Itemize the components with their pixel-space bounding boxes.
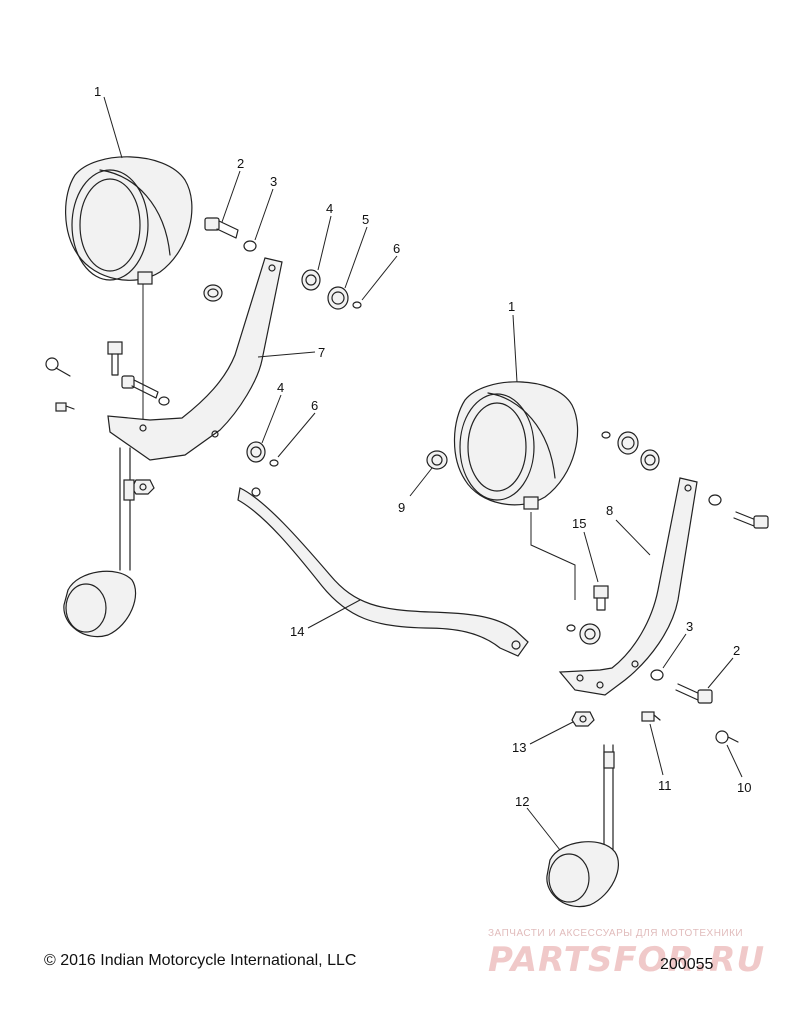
callout-3-left: 3 bbox=[270, 174, 277, 189]
washer-3-right bbox=[650, 669, 664, 681]
callout-12: 12 bbox=[515, 794, 529, 809]
grommet-9 bbox=[426, 450, 448, 470]
oring-right-bottom bbox=[566, 624, 576, 632]
callout-2-right: 2 bbox=[733, 643, 740, 658]
callout-14: 14 bbox=[290, 624, 304, 639]
headlamp-right bbox=[453, 381, 579, 510]
bracket-7 bbox=[107, 257, 283, 461]
callout-9: 9 bbox=[398, 500, 405, 515]
callout-labels: 1 2 3 4 5 6 7 4 6 9 1 8 15 14 3 2 13 11 … bbox=[94, 84, 751, 809]
bushing-4-left-top bbox=[301, 269, 321, 291]
bracket-8 bbox=[558, 477, 698, 696]
bushing-right-bottom bbox=[579, 623, 601, 645]
bolt-2-right bbox=[675, 683, 713, 704]
callout-4-left-bottom: 4 bbox=[277, 380, 284, 395]
callout-6-left-bottom: 6 bbox=[311, 398, 318, 413]
callout-1-right: 1 bbox=[508, 299, 515, 314]
bushing-right-middle bbox=[640, 449, 660, 471]
oring-right-top bbox=[601, 431, 611, 439]
bolt-left-vertical bbox=[107, 341, 123, 376]
screw-left-small bbox=[55, 402, 75, 412]
washer-3-left bbox=[243, 240, 257, 252]
bushing-4-left-bottom bbox=[246, 441, 266, 463]
callout-13: 13 bbox=[512, 740, 526, 755]
callout-15: 15 bbox=[572, 516, 586, 531]
callout-10: 10 bbox=[737, 780, 751, 795]
turn-signal-right bbox=[546, 744, 620, 908]
callout-4-left-top: 4 bbox=[326, 201, 333, 216]
turn-signal-left bbox=[63, 447, 137, 638]
callout-2-left: 2 bbox=[237, 156, 244, 171]
oring-6-left-bottom bbox=[269, 459, 279, 467]
grommet-left bbox=[203, 284, 223, 302]
callout-3-right: 3 bbox=[686, 619, 693, 634]
watermark-tagline: ЗАПЧАСТИ И АКСЕССУАРЫ ДЛЯ МОТОТЕХНИКИ bbox=[488, 928, 744, 939]
crossbar-14 bbox=[237, 487, 529, 657]
callout-11: 11 bbox=[658, 778, 672, 793]
leader-lines bbox=[103, 96, 743, 851]
bushing-right-top bbox=[617, 431, 639, 455]
screw-15 bbox=[593, 585, 609, 611]
washer-left-small bbox=[158, 396, 170, 406]
eyelet-10 bbox=[715, 730, 739, 744]
callout-7: 7 bbox=[318, 345, 325, 360]
screw-11 bbox=[641, 711, 661, 722]
bushing-5-left bbox=[327, 286, 349, 310]
bolt-left-horizontal bbox=[121, 375, 159, 399]
bolt-right-upper bbox=[733, 511, 769, 529]
callout-1-left: 1 bbox=[94, 84, 101, 99]
watermark-logo: PARTSFOR.RU bbox=[488, 940, 766, 980]
bolt-2-left bbox=[204, 217, 239, 239]
headlamp-left bbox=[65, 156, 193, 285]
oring-6-left-top bbox=[352, 301, 362, 309]
diagram-id: 200055 bbox=[660, 956, 714, 973]
callout-5: 5 bbox=[362, 212, 369, 227]
nut-13 bbox=[571, 711, 595, 727]
callout-6-left-top: 6 bbox=[393, 241, 400, 256]
washer-right-8 bbox=[708, 494, 722, 506]
callout-8: 8 bbox=[606, 503, 613, 518]
nut-left bbox=[131, 479, 155, 495]
copyright-notice: © 2016 Indian Motorcycle International, … bbox=[44, 952, 357, 969]
eyelet-bolt-left bbox=[45, 357, 71, 377]
